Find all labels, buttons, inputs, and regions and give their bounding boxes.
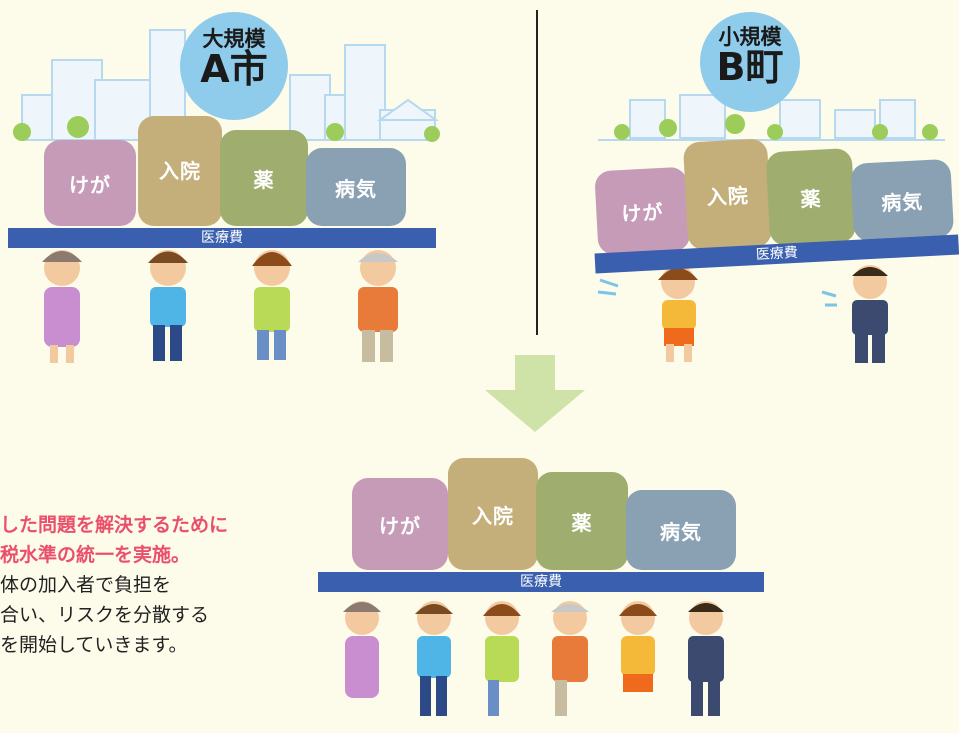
message-line-2: 税水準の統一を実施。 bbox=[0, 544, 191, 566]
message-line-1: した問題を解決するために bbox=[0, 514, 229, 536]
town-b-scale: 小規模 bbox=[718, 25, 782, 49]
person-boy-c bbox=[415, 601, 453, 716]
city-a-badge: 大規模 A市 bbox=[180, 12, 288, 120]
down-arrow-icon bbox=[485, 355, 585, 432]
town-b-name: B町 bbox=[716, 45, 784, 89]
person-grandmother-c bbox=[343, 601, 381, 698]
bag-injury-c: けが bbox=[352, 478, 448, 570]
city-a-scale: 大規模 bbox=[202, 27, 266, 51]
person-woman-a bbox=[252, 250, 292, 360]
bag-illness-a: 病気 bbox=[306, 148, 406, 226]
sweat-lines bbox=[597, 278, 837, 307]
person-grandmother-a bbox=[42, 250, 82, 363]
message-line-3: 体の加入者で負担を bbox=[0, 574, 172, 596]
message-line-4: 合い、リスクを分散する bbox=[0, 604, 210, 626]
message-line-5: を開始していきます。 bbox=[0, 634, 188, 656]
tree-row-a bbox=[13, 116, 440, 142]
person-woman-c bbox=[483, 601, 521, 716]
medical-cost-beam-combined: 医療費 bbox=[318, 572, 764, 592]
person-boy-a bbox=[148, 250, 188, 361]
town-b-badge: 小規模 B町 bbox=[700, 12, 800, 112]
town-b-load: けが 入院 薬 病気 医療費 bbox=[587, 120, 959, 279]
people-group-combined bbox=[343, 601, 724, 716]
town-skyline-b bbox=[598, 94, 945, 141]
bag-medicine-c: 薬 bbox=[536, 472, 628, 570]
explanation-text: した問題を解決するために 税水準の統一を実施。 体の加入者で負担を 合い、リスク… bbox=[0, 510, 320, 660]
person-woman2-c bbox=[619, 601, 657, 692]
people-group-b bbox=[597, 265, 888, 363]
person-grandfather-c bbox=[551, 601, 589, 716]
city-a-name: A市 bbox=[200, 47, 268, 91]
bag-illness-c: 病気 bbox=[626, 490, 736, 570]
medical-cost-beam-a: 医療費 bbox=[8, 228, 436, 248]
person-man-c bbox=[688, 601, 724, 716]
bag-injury-b: けが bbox=[594, 166, 691, 256]
bag-medicine-a: 薬 bbox=[220, 130, 308, 226]
bag-injury-a: けが bbox=[44, 140, 136, 226]
tree-row-b bbox=[614, 114, 938, 140]
people-group-a bbox=[42, 250, 398, 363]
person-grandfather-a bbox=[358, 250, 398, 362]
bag-hospital-b: 入院 bbox=[682, 138, 773, 251]
bag-medicine-b: 薬 bbox=[765, 147, 857, 247]
person-man-b bbox=[852, 265, 888, 363]
section-divider bbox=[536, 10, 538, 335]
bag-hospital-a: 入院 bbox=[138, 116, 222, 226]
bag-illness-b: 病気 bbox=[850, 158, 955, 242]
person-woman-b bbox=[658, 265, 698, 362]
bag-hospital-c: 入院 bbox=[448, 458, 538, 570]
